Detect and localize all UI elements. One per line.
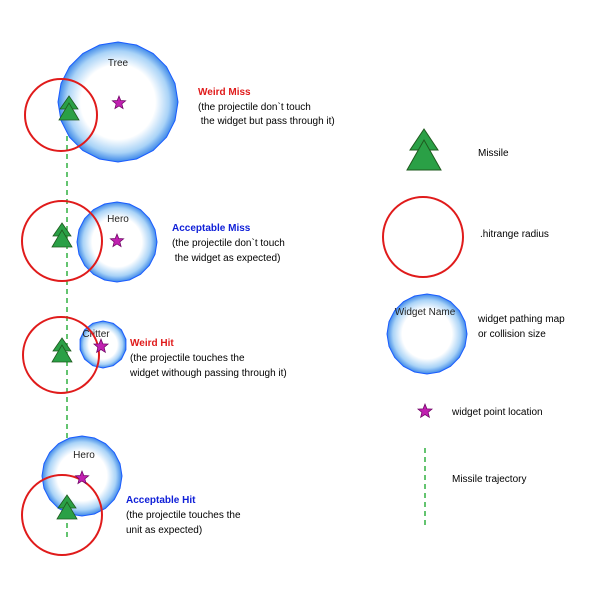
scenario-description-line1: (the projectile don`t touch	[172, 237, 285, 249]
missile-icon	[58, 95, 80, 121]
scenario-description-line1: (the projectile touches the	[126, 510, 241, 521]
scenario-weird-miss: Tree Weird Miss (the projectile don`t to…	[24, 41, 335, 163]
hitrange-circle	[21, 200, 103, 282]
hitrange-circle	[21, 474, 103, 556]
scenario-acceptable-miss: Hero Acceptable Miss (the projectile don…	[21, 200, 285, 283]
scenario-description-line1: (the projectile touches the	[130, 353, 245, 364]
scenario-acceptable-hit: Hero Acceptable Hit (the projectile touc…	[21, 435, 241, 556]
widget-name-label: Hero	[107, 214, 129, 225]
legend: Missile .hitrange radius Widget Name wid…	[382, 128, 565, 525]
widget-point-star-icon	[92, 338, 110, 354]
legend-widget-name-label: Widget Name	[395, 307, 456, 318]
widget-point-star-icon	[111, 95, 127, 110]
missile-icon	[51, 222, 73, 248]
legend-point-label: widget point location	[451, 407, 543, 418]
legend-missile-icon	[406, 128, 442, 171]
missile-icon	[51, 337, 73, 363]
scenario-title: Acceptable Miss	[172, 223, 251, 234]
widget-point-star-icon	[74, 470, 90, 485]
scenario-weird-hit: Critter Weird Hit (the projectile touche…	[22, 316, 287, 394]
scenario-description-line2: the widget but pass through it)	[198, 116, 335, 127]
scenario-title: Weird Miss	[198, 87, 251, 98]
legend-widget-label-line1: widget pathing map	[477, 314, 565, 325]
legend-missile-label: Missile	[478, 148, 509, 159]
legend-hitrange-label: .hitrange radius	[480, 229, 549, 240]
legend-trajectory-label: Missile trajectory	[452, 474, 526, 485]
legend-widget-collision-area	[386, 293, 468, 375]
scenario-title: Weird Hit	[130, 338, 174, 349]
legend-widget-label-line2: or collision size	[478, 329, 546, 340]
scenario-description-line1: (the projectile don`t touch	[198, 101, 311, 113]
widget-name-label: Hero	[73, 450, 95, 461]
legend-hitrange-circle	[382, 196, 464, 278]
widget-name-label: Critter	[82, 329, 110, 340]
legend-widget-point-star-icon	[416, 403, 434, 419]
hitrange-circle	[24, 78, 98, 152]
scenario-description-line2: unit as expected)	[126, 525, 202, 536]
scenario-description-line2: the widget as expected)	[172, 253, 280, 264]
scenario-description-line2: widget withough passing through it)	[129, 368, 287, 379]
widget-name-label: Tree	[108, 58, 129, 69]
hitrange-circle	[22, 316, 100, 394]
scenario-title: Acceptable Hit	[126, 495, 196, 506]
widget-point-star-icon	[109, 233, 125, 248]
missile-icon	[56, 494, 78, 520]
